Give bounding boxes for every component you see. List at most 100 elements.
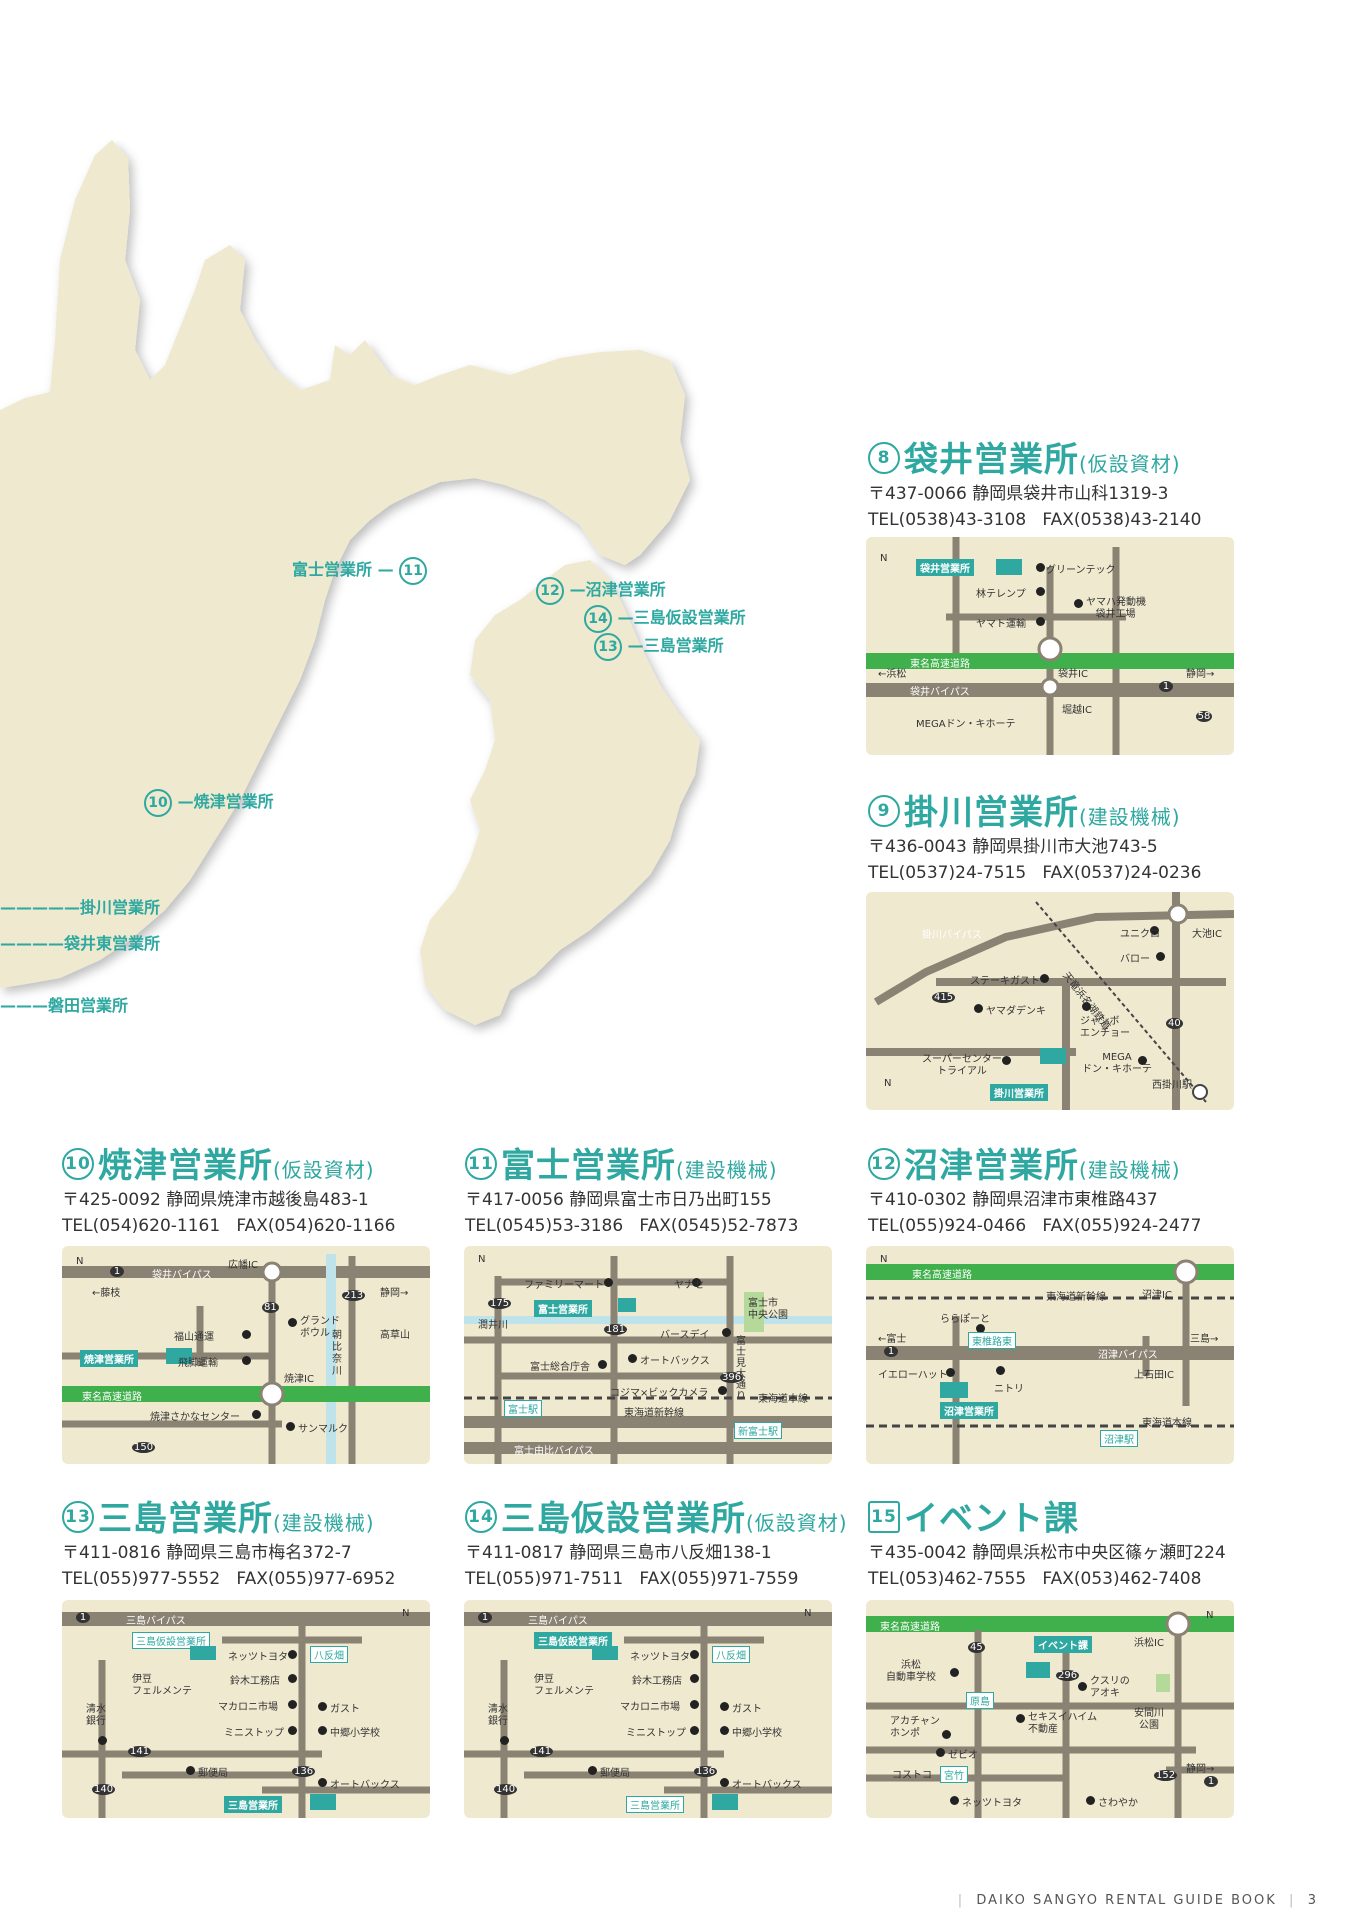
route-badge: 81 xyxy=(262,1302,279,1313)
map-office-label: イベント課 xyxy=(1034,1636,1092,1653)
overview-map xyxy=(0,140,700,1025)
office-number-badge: 10 xyxy=(62,1147,94,1180)
station-label: 富士駅 xyxy=(504,1400,542,1417)
office-number-badge: 11 xyxy=(465,1147,497,1180)
park-label: 富士市中央公園 xyxy=(748,1298,788,1321)
route-badge: 213 xyxy=(342,1290,366,1301)
landmark-label: 鈴木工務店 xyxy=(230,1676,280,1687)
landmark-label-jumbo: ジャンボエンチョー xyxy=(1080,1016,1130,1039)
office-marker xyxy=(592,1646,618,1660)
road-label: 東名高速道路 xyxy=(82,1392,142,1403)
landmark-dot xyxy=(98,1736,107,1745)
landmark-dot xyxy=(690,1650,699,1659)
landmark-label: 鈴木工務店 xyxy=(632,1676,682,1687)
landmark-dot xyxy=(1138,1056,1147,1065)
landmark-label: イエローハット xyxy=(878,1370,948,1381)
landmark-label: サンマルク xyxy=(298,1424,348,1435)
landmark-dot xyxy=(720,1726,729,1735)
landmark-label-trial: スーパーセンタートライアル xyxy=(922,1054,1002,1077)
access-map-mishima: 1 三島バイパス N 三島仮設営業所 ネッツトヨタ 八反畑 伊豆フェルメンテ 鈴… xyxy=(62,1600,430,1818)
office-number-badge: 9 xyxy=(868,794,900,827)
road-label: 富士見大通り xyxy=(736,1336,746,1402)
landmark-label: 飛脚運輸 xyxy=(178,1358,218,1369)
route-badge: 136 xyxy=(292,1766,316,1777)
river-label: 朝比奈川 xyxy=(332,1330,342,1377)
station-label: 西掛川駅 xyxy=(1152,1080,1192,1091)
landmark-label-izu: 伊豆フェルメンテ xyxy=(534,1674,594,1697)
route-badge: 150 xyxy=(132,1442,156,1453)
map-office-label: 富士営業所 xyxy=(534,1300,592,1317)
map-office-label: 掛川営業所 xyxy=(990,1084,1048,1101)
landmark-dot xyxy=(186,1766,195,1775)
office-marker xyxy=(996,559,1022,575)
landmark-dot xyxy=(252,1410,261,1419)
office-address: 〒417-0056 静岡県富士市日乃出町155 xyxy=(465,1190,772,1210)
landmark-dot xyxy=(1040,974,1049,983)
direction-label: ←藤枝 xyxy=(92,1288,121,1299)
station-label: 新富士駅 xyxy=(734,1422,782,1439)
ic-label: 堀越IC xyxy=(1062,705,1092,716)
landmark-dot xyxy=(242,1356,251,1365)
ic-label: 広幡IC xyxy=(228,1260,258,1271)
landmark-label: マカロニ市場 xyxy=(218,1702,278,1713)
landmark-dot xyxy=(1156,952,1165,961)
landmark-label: マカロニ市場 xyxy=(620,1702,680,1713)
office-address: 〒436-0043 静岡県掛川市大池743-5 xyxy=(868,837,1158,857)
intersection-label: 原島 xyxy=(966,1692,994,1709)
office-marker xyxy=(1026,1662,1050,1678)
access-map-numazu: N 東名高速道路 東海道新幹線 沼津IC ららぽーと ←富士 東椎路東 三島→ … xyxy=(866,1246,1234,1464)
route-badge: 1 xyxy=(478,1612,492,1623)
road-label: 三島バイパス xyxy=(528,1616,588,1627)
landmark-label: 富士総合庁舎 xyxy=(530,1362,590,1373)
landmark-label-yamaha: ヤマハ発動機 袋井工場 xyxy=(1086,597,1146,620)
road-label: 東名高速道路 xyxy=(912,1270,972,1281)
landmark-label-bank: 清水銀行 xyxy=(86,1704,106,1727)
landmark-dot xyxy=(1036,587,1045,596)
landmark-dot xyxy=(1082,1002,1091,1011)
direction-label: 三島→ xyxy=(1190,1334,1219,1345)
ic-label: 浜松IC xyxy=(1134,1638,1164,1649)
office-marker xyxy=(1040,1048,1066,1064)
landmark-label-bowl: グランドボウル xyxy=(300,1316,340,1339)
map-office-label: 三島営業所 xyxy=(224,1796,282,1813)
north-arrow: N xyxy=(402,1608,410,1619)
railway-label: 東海道新幹線 xyxy=(624,1408,684,1419)
north-arrow: N xyxy=(478,1254,486,1265)
landmark-dot xyxy=(288,1674,297,1683)
direction-label: 静岡→ xyxy=(1186,1764,1215,1775)
landmark-label: ゼビオ xyxy=(948,1750,978,1761)
road-label: 掛川バイパス xyxy=(922,930,982,941)
landmark-label: さわやか xyxy=(1098,1798,1138,1809)
landmark-dot xyxy=(1002,1056,1011,1065)
office-marker xyxy=(166,1348,192,1364)
route-badge: 396 xyxy=(720,1372,744,1383)
river-label: 潤井川 xyxy=(478,1320,508,1331)
office-phone: TEL(0545)53-3186 FAX(0545)52-7873 xyxy=(465,1216,799,1236)
page-number: 3 xyxy=(1307,1893,1318,1908)
overview-label-iwata: ———磐田営業所 xyxy=(0,996,129,1015)
mountain-label: 高草山 xyxy=(380,1330,410,1341)
landmark-label: 中郷小学校 xyxy=(330,1728,380,1739)
landmark-dot xyxy=(1016,1714,1025,1723)
landmark-dot xyxy=(318,1726,327,1735)
route-badge: 175 xyxy=(488,1298,512,1309)
railway-label: 東海道本線 xyxy=(1142,1418,1192,1429)
road-label: 富士由比バイパス xyxy=(514,1446,594,1457)
overview-label-yaizu: 10 —焼津営業所 xyxy=(144,788,274,817)
landmark-dot xyxy=(242,1330,251,1339)
landmark-dot xyxy=(1074,599,1083,608)
intersection-label: 八反畑 xyxy=(310,1646,348,1663)
landmark-dot xyxy=(946,1368,955,1377)
mainland-shape xyxy=(0,140,690,988)
office-phone: TEL(053)462-7555 FAX(053)462-7408 xyxy=(868,1569,1202,1589)
landmark-label: ネッツトヨタ xyxy=(630,1652,690,1663)
landmark-label: コジマ×ビックカメラ xyxy=(610,1388,709,1399)
landmark-label: ニトリ xyxy=(994,1384,1024,1395)
direction-label: 静岡→ xyxy=(1186,669,1215,680)
